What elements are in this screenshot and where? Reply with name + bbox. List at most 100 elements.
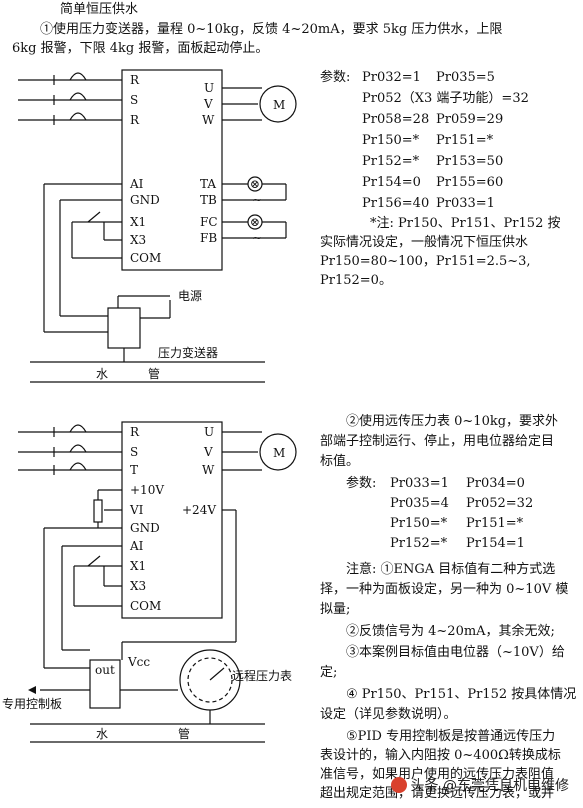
d2-term-X3: X3 bbox=[130, 579, 146, 593]
d2-term-10v: +10V bbox=[130, 483, 164, 497]
lamp-icon: ⊗ bbox=[250, 177, 260, 191]
d2-term-VI: VI bbox=[129, 503, 144, 517]
d2-motor-label: M bbox=[273, 446, 285, 460]
d1-motor-label: M bbox=[273, 98, 285, 112]
d1-term-GND: GND bbox=[130, 193, 160, 207]
s2-note-e4: 超出规定范围，请更换远传压力表，或并 bbox=[320, 786, 555, 801]
ac-symbol-icon-2: ~ bbox=[252, 231, 262, 245]
params1-note-2: 实际情况设定，一般情况下恒压供水 bbox=[320, 235, 529, 250]
d2-term-T: T bbox=[130, 463, 138, 477]
params1-r0-b: Pr035=5 bbox=[436, 70, 495, 85]
params1-note-4: Pr152=0。 bbox=[320, 273, 392, 288]
remote-gauge-label: 远程压力表 bbox=[232, 668, 292, 683]
inverter-box-2 bbox=[121, 421, 223, 619]
d2-term-S: S bbox=[130, 445, 138, 459]
watermark-logo-icon bbox=[390, 777, 407, 793]
transmitter-box bbox=[107, 307, 141, 349]
s2-r0-a: Pr033=1 bbox=[390, 476, 449, 491]
params1-r1-a: Pr052（X3 端子功能）=32 bbox=[362, 91, 529, 106]
d2-term-AI: AI bbox=[129, 539, 144, 553]
d1-term-TB: TB bbox=[200, 193, 217, 207]
d1-term-R: R bbox=[130, 73, 140, 87]
params1-r2-b: Pr059=29 bbox=[436, 112, 504, 127]
params1-r0-a: Pr032=1 bbox=[362, 70, 421, 85]
transmitter-label: 压力变送器 bbox=[158, 345, 218, 360]
diagram-2-lines bbox=[18, 421, 297, 743]
d1-term-AI: AI bbox=[129, 177, 144, 191]
d1-term-S: S bbox=[130, 93, 138, 107]
d1-term-U: U bbox=[204, 81, 214, 95]
watermark: 头条 @东莞凭良机电维修 bbox=[390, 775, 569, 795]
lamp-icon-2: ⊗ bbox=[250, 215, 260, 229]
d2-term-GND: GND bbox=[130, 521, 160, 535]
s2-note-e2: 表设计的，输入内阻按 0~400Ω转换成标 bbox=[320, 748, 561, 763]
params1-label: 参数: bbox=[320, 70, 351, 85]
d2-term-V: V bbox=[203, 445, 213, 459]
ac-symbol-icon: ~ bbox=[252, 193, 262, 207]
params1-r6-b: Pr033=1 bbox=[436, 196, 495, 211]
vcc-label: Vcc bbox=[127, 655, 150, 669]
d2-term-U: U bbox=[204, 425, 214, 439]
d1-term-X1: X1 bbox=[130, 215, 146, 229]
d2-term-COM: COM bbox=[130, 599, 161, 613]
watermark-text: 头条 @东莞凭良机电维修 bbox=[410, 778, 569, 794]
control-board-label: 专用控制板 bbox=[2, 696, 62, 711]
d1-term-R2: R bbox=[130, 113, 140, 127]
params1-r3-a: Pr150=* bbox=[362, 133, 420, 148]
out-label: out bbox=[95, 663, 115, 677]
d1-term-COM: COM bbox=[130, 251, 161, 265]
pipe-water-label: 水 bbox=[96, 367, 108, 381]
power-label: 电源 bbox=[178, 289, 202, 303]
s2-note-e1: ⑤PID 专用控制板是按普通远传压力 bbox=[346, 729, 556, 744]
s2-note-d2: 设定（详见参数说明）。 bbox=[320, 707, 457, 722]
d1-term-V: V bbox=[203, 97, 213, 111]
s2-r1-b: Pr052=32 bbox=[466, 496, 534, 511]
d1-term-FB: FB bbox=[200, 231, 217, 245]
s2-note-c2: 定; bbox=[320, 665, 338, 680]
s2-r2-b: Pr151=* bbox=[466, 516, 524, 531]
s2-r3-a: Pr152=* bbox=[390, 536, 448, 551]
s2-note-a2: 择，一种为面板设定，另一种为 0~10V 模 bbox=[320, 582, 569, 597]
s2-note-c1: ③本案例目标值由电位器（~10V）给 bbox=[346, 645, 565, 660]
s2-note-d1: ④ Pr150、Pr151、Pr152 按具体情况 bbox=[346, 687, 577, 702]
params1-r4-b: Pr153=50 bbox=[436, 154, 504, 169]
d1-term-W: W bbox=[202, 113, 215, 127]
intro-line-1: ①使用压力变送器，量程 0~10kg，反馈 4~20mA，要求 5kg 压力供水… bbox=[40, 22, 503, 37]
control-board-box bbox=[89, 659, 121, 709]
params1-r4-a: Pr152=* bbox=[362, 154, 420, 169]
s2-note-e3: 准信号，如果用户使用的远传压力表阻值 bbox=[320, 767, 555, 782]
s2-note-a3: 拟量; bbox=[320, 602, 351, 617]
d2-term-W: W bbox=[202, 463, 215, 477]
s2-intro-2: 部端子控制运行、停止，用电位器给定目 bbox=[320, 434, 555, 449]
params1-r6-a: Pr156=40 bbox=[362, 196, 430, 211]
params1-note-3: Pr150=80~100，Pr151=2.5~3, bbox=[320, 254, 531, 269]
s2-params-label: 参数: bbox=[346, 476, 377, 491]
diagram-1-lines bbox=[18, 69, 297, 383]
params1-r3-b: Pr151=* bbox=[436, 133, 494, 148]
intro-line-2: 6kg 报警，下限 4kg 报警，面板起动停止。 bbox=[12, 41, 269, 56]
s2-r1-a: Pr035=4 bbox=[390, 496, 449, 511]
s2-r0-b: Pr034=0 bbox=[466, 476, 525, 491]
pipe2-pipe-label: 管 bbox=[178, 726, 190, 741]
s2-intro-3: 标值。 bbox=[320, 454, 360, 469]
s2-note-b: ②反馈信号为 4~20mA，其余无效; bbox=[346, 624, 555, 639]
d2-term-24v: +24V bbox=[182, 503, 216, 517]
pipe2-water-label: 水 bbox=[96, 727, 108, 741]
params1-r2-a: Pr058=28 bbox=[362, 112, 430, 127]
params1-r5-a: Pr154=0 bbox=[362, 175, 421, 190]
params1-note-1: *注: Pr150、Pr151、Pr152 按 bbox=[370, 216, 561, 231]
d1-term-X3: X3 bbox=[130, 233, 146, 247]
s2-intro-1: ②使用远传压力表 0~10kg，要求外 bbox=[346, 414, 559, 429]
s2-r3-b: Pr154=1 bbox=[466, 536, 525, 551]
params1-r5-b: Pr155=60 bbox=[436, 175, 504, 190]
d2-term-X1: X1 bbox=[130, 559, 146, 573]
d1-term-FC: FC bbox=[200, 215, 218, 229]
page-title: 简单恒压供水 bbox=[60, 2, 139, 17]
d1-term-TA: TA bbox=[200, 177, 216, 191]
d2-term-R: R bbox=[130, 425, 140, 439]
arrow-left-icon bbox=[28, 686, 36, 694]
s2-note-a1: 注意: ①ENGA 目标值有二种方式选 bbox=[346, 562, 556, 577]
inverter-box-1 bbox=[121, 69, 223, 271]
s2-r2-a: Pr150=* bbox=[390, 516, 448, 531]
